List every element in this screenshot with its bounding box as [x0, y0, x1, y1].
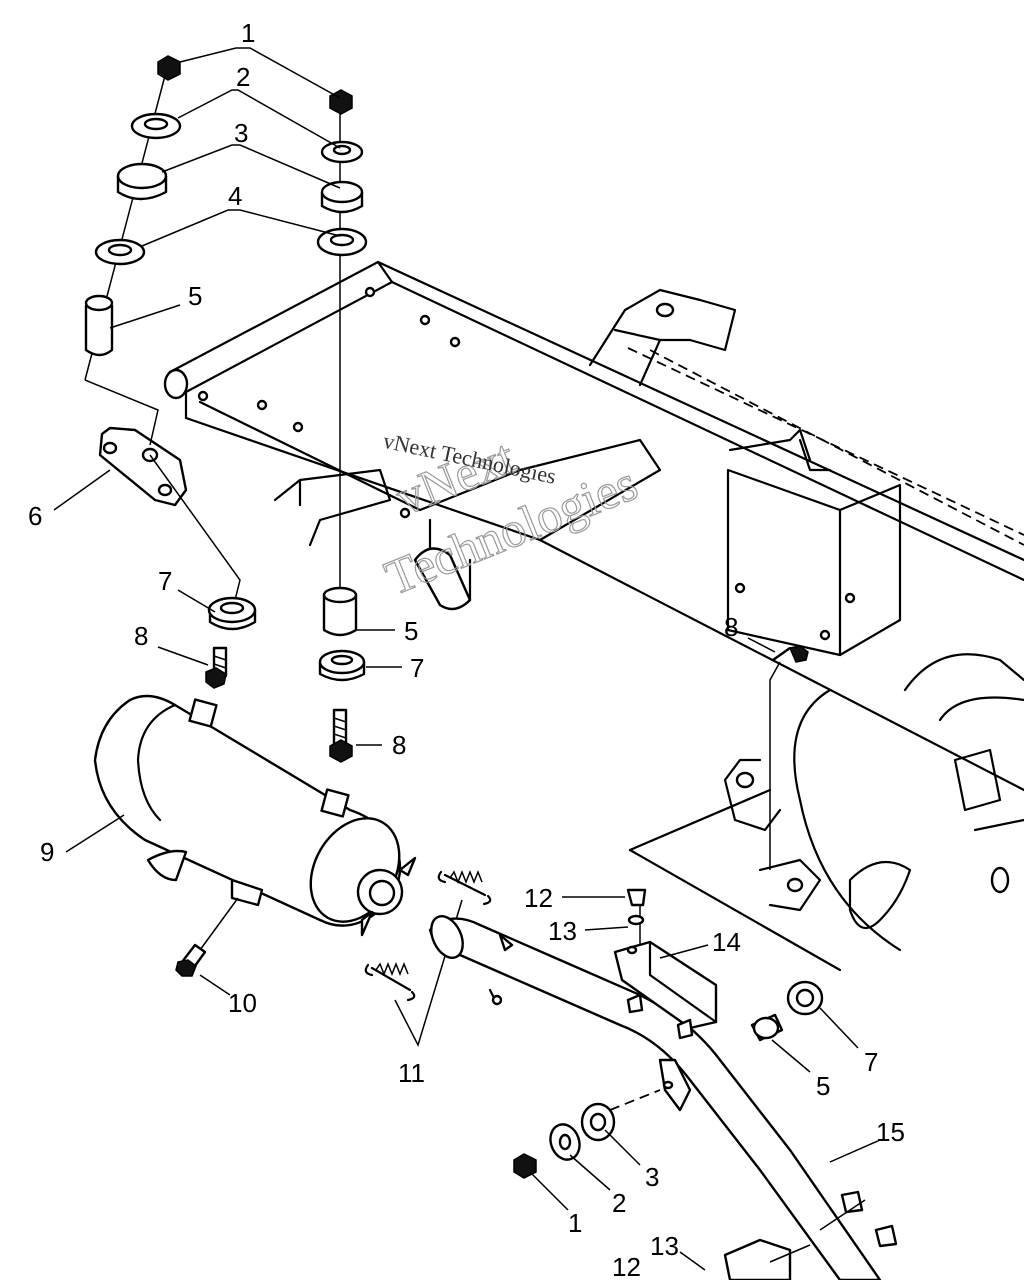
callout-10: 10: [228, 988, 257, 1018]
callout-4-top: 4: [228, 181, 242, 211]
callout-3-top: 3: [234, 118, 248, 148]
left-mount-stack: [84, 55, 241, 601]
leader-lines: [53, 47, 881, 1271]
callout-2-top: 2: [236, 62, 250, 92]
callout-7-left: 7: [158, 566, 172, 596]
callout-5-lower: 5: [816, 1071, 830, 1101]
callout-3-lower: 3: [645, 1162, 659, 1192]
head-pipe: [428, 888, 898, 1280]
frame-holes: [197, 286, 856, 641]
callout-5-mid: 5: [404, 616, 418, 646]
callout-1-lower: 1: [568, 1208, 582, 1238]
callout-1-top: 1: [241, 18, 255, 48]
callout-2-lower: 2: [612, 1188, 626, 1218]
callout-13-mid: 13: [548, 916, 577, 946]
callout-numbers: 1 2 3 4 5 6 7 8 5 7 8 8 9 10 11 12 13 14…: [28, 18, 905, 1280]
chassis-frame: [163, 260, 1024, 972]
callout-8-right: 8: [724, 612, 738, 642]
callout-7-lower: 7: [864, 1047, 878, 1077]
center-mount-stack: [316, 89, 368, 763]
callout-12-mid: 12: [524, 883, 553, 913]
callout-15: 15: [876, 1117, 905, 1147]
callout-12-lower: 12: [612, 1252, 641, 1280]
callout-9: 9: [40, 837, 54, 867]
callout-13-lower: 13: [650, 1231, 679, 1261]
callout-8-left: 8: [134, 621, 148, 651]
callout-5-top: 5: [188, 281, 202, 311]
callout-7-mid: 7: [410, 653, 424, 683]
left-lower-mount: [205, 596, 809, 870]
muffler: [93, 694, 417, 977]
callout-6: 6: [28, 501, 42, 531]
callout-11: 11: [398, 1058, 425, 1088]
callout-8-mid: 8: [392, 730, 406, 760]
callout-14: 14: [712, 927, 741, 957]
